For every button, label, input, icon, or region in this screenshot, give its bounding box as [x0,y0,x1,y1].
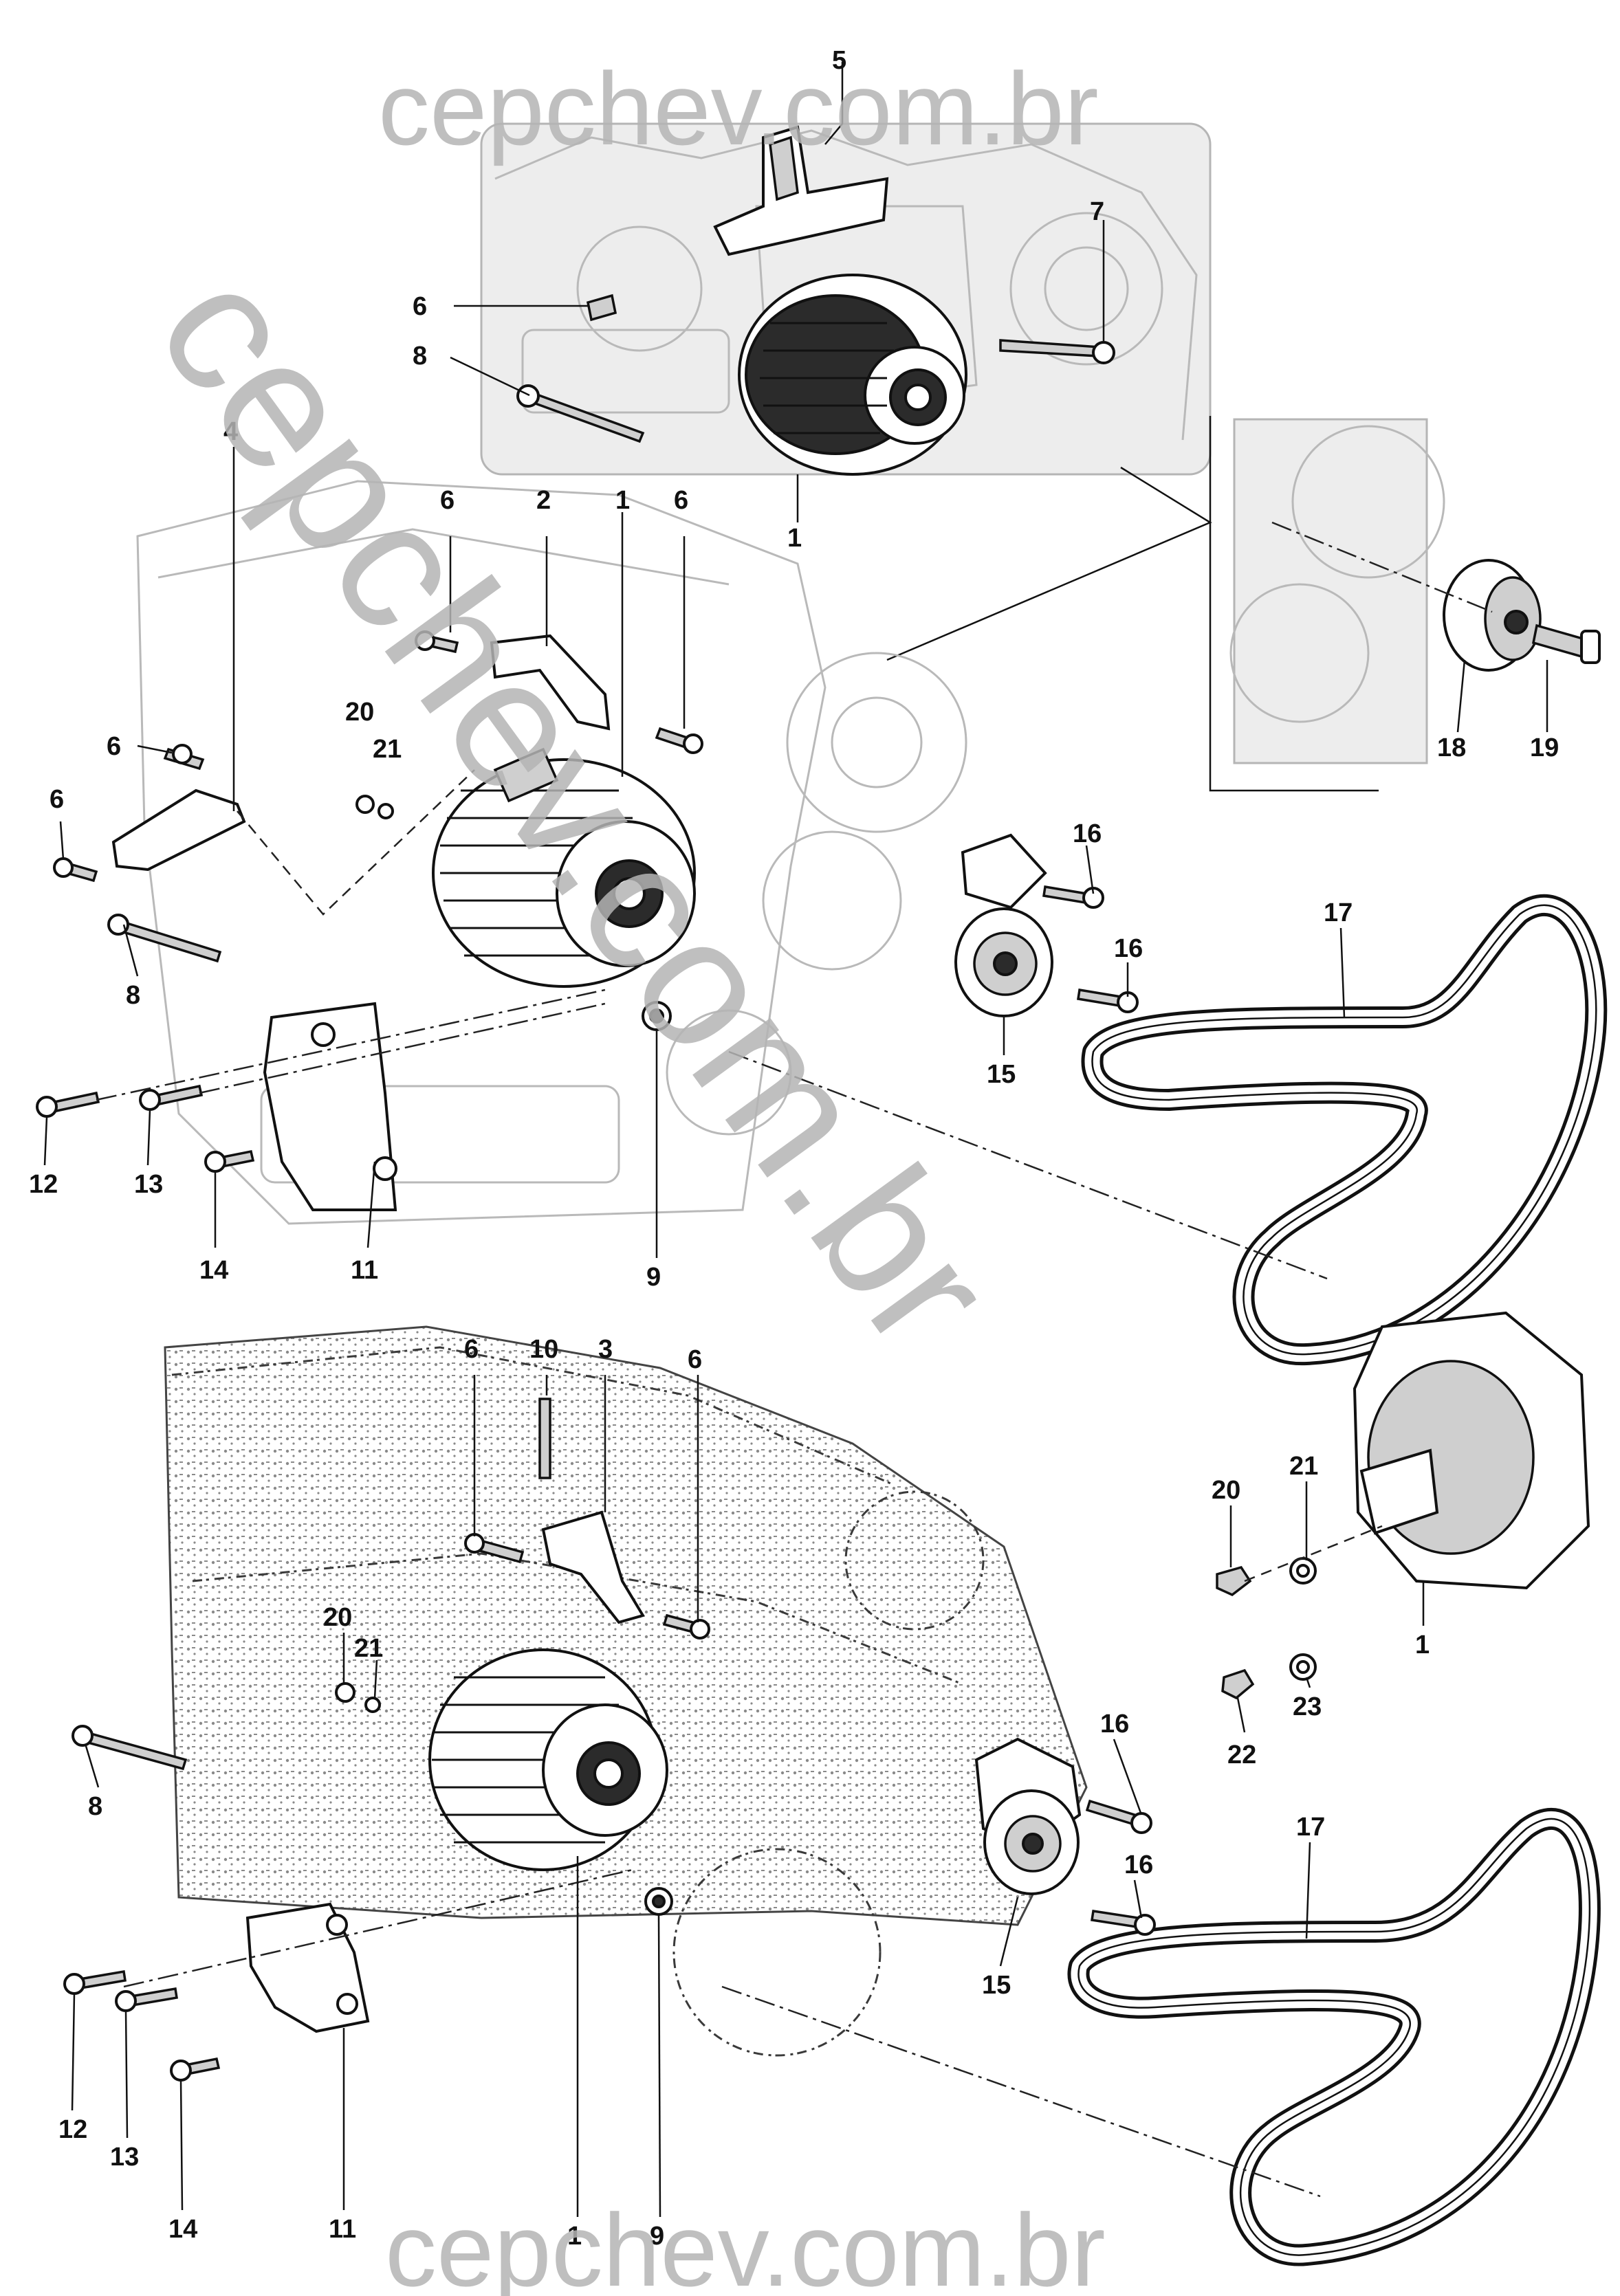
bottom-fasteners [63,1525,1383,2198]
bottom-bracket-3 [538,1398,646,1624]
callout-14: 14 [199,1256,228,1285]
top-alternator-1 [738,274,967,476]
callout-13: 13 [134,1170,163,1199]
callout-5: 5 [832,46,846,75]
callout-16: 16 [1114,934,1143,963]
callout-1: 1 [615,486,630,515]
callout-6: 6 [688,1345,702,1374]
top-bracket-5 [713,125,889,256]
top-bolts [516,294,1115,443]
callout-6: 6 [50,785,64,814]
callout-13: 13 [110,2143,139,2172]
callout-10: 10 [529,1335,558,1364]
callout-16: 16 [1124,1851,1153,1879]
callout-21: 21 [1289,1452,1318,1481]
callout-15: 15 [982,1971,1011,2000]
callout-12: 12 [29,1170,58,1199]
callout-2: 2 [536,486,551,515]
bottom-alternator-1 [428,1648,668,1871]
callout-21: 21 [354,1634,383,1663]
callout-11: 11 [329,2215,356,2244]
watermark-bottom: cepchev.com.br [385,2192,1106,2296]
middle-bracket-2 [490,634,611,731]
callout-12: 12 [58,2115,87,2144]
callout-1: 1 [567,2222,582,2251]
callout-9: 9 [650,2222,664,2251]
bottom-view [63,1311,1601,2266]
callout-23: 23 [1293,1692,1322,1721]
middle-view [36,480,1608,1366]
callout-16: 16 [1073,819,1102,848]
callout-4: 4 [223,417,238,446]
callout-21: 21 [373,735,402,764]
callout-6: 6 [440,486,455,515]
middle-bracket-4 [111,769,475,916]
bottom-engine-speckle [164,1325,1088,2057]
bottom-right-alternator-1 [1353,1311,1590,1590]
middle-bracket-11 [263,1002,397,1211]
bottom-belt-17 [1067,1808,1601,2266]
bottom-bracket-11 [245,1902,370,2033]
callout-9: 9 [646,1263,661,1292]
callout-17: 17 [1296,1813,1325,1842]
callout-15: 15 [987,1060,1016,1089]
middle-tensioner-15 [954,833,1053,1017]
callout-17: 17 [1324,898,1353,927]
callout-1: 1 [787,524,802,553]
callout-14: 14 [168,2215,197,2244]
callout-20: 20 [323,1603,352,1632]
callout-16: 16 [1100,1710,1129,1738]
callout-6: 6 [413,292,427,321]
middle-engine-ghost [136,480,967,1225]
callout-6: 6 [464,1335,479,1364]
callout-8: 8 [88,1792,102,1821]
top-inset-detail [886,416,1601,792]
middle-alternator-1 [432,747,696,988]
leader-lines [43,62,1548,2218]
callout-8: 8 [126,981,140,1010]
callout-3: 3 [598,1335,613,1364]
callout-8: 8 [413,342,427,371]
callout-6: 6 [107,732,121,761]
callout-18: 18 [1437,733,1466,762]
top-view [480,122,1601,792]
callout-20: 20 [345,698,374,727]
callout-7: 7 [1090,197,1104,226]
callout-labels: 5 6 7 8 1 18 19 4 6 2 1 6 6 6 20 21 8 16… [29,46,1559,2251]
middle-fasteners [36,630,1328,1280]
middle-belt-17 [1081,894,1608,1366]
callout-1: 1 [1415,1631,1430,1659]
callout-11: 11 [351,1256,378,1285]
callout-22: 22 [1227,1741,1256,1769]
callout-6: 6 [674,486,688,515]
bottom-tensioner-15 [974,1737,1082,1895]
callout-19: 19 [1530,733,1559,762]
callout-20: 20 [1212,1476,1240,1505]
watermark-top: cepchev.com.br [378,51,1099,166]
